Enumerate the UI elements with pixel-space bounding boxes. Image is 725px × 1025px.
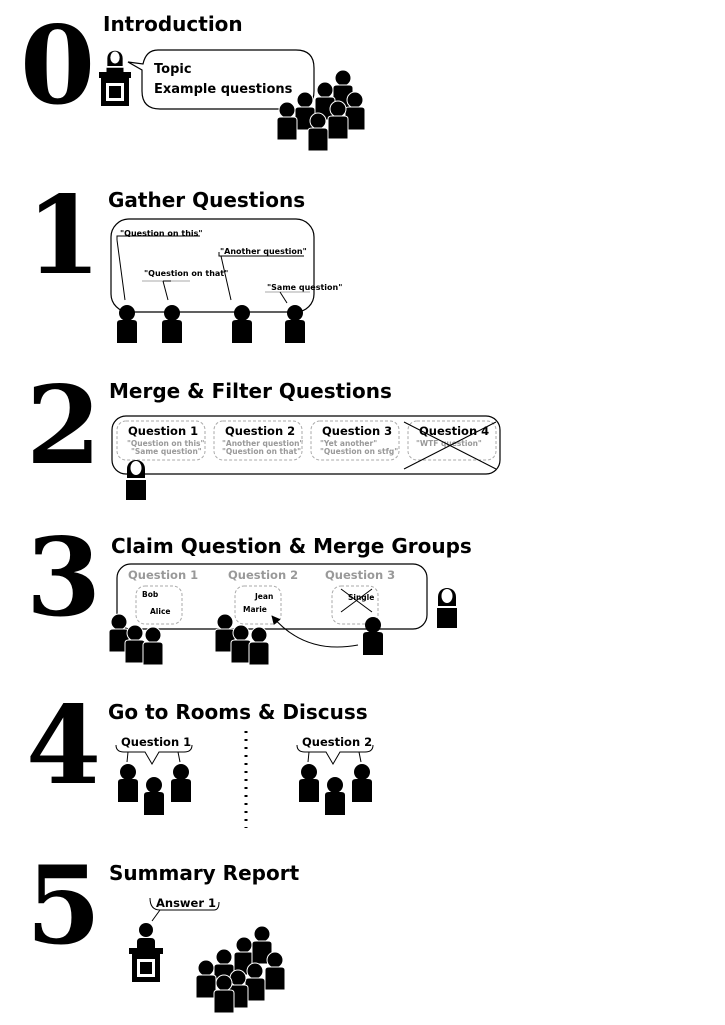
merge-arrow [271, 615, 359, 648]
moderator-icon [126, 460, 146, 500]
question-on-this-text: "Question on this" [120, 229, 203, 238]
cross-out-mark [403, 421, 497, 470]
question-on-that-text: "Question on that" [144, 269, 228, 278]
step-title: Gather Questions [108, 188, 305, 212]
group-line: "Another question" [222, 439, 303, 448]
single-person-icon [363, 617, 383, 655]
question-group-1: Question 1 "Question on this" "Same ques… [116, 420, 206, 461]
group-heading: Question 1 [128, 424, 198, 438]
group-line: "Yet another" [320, 439, 377, 448]
claim-heading-1: Question 1 [128, 568, 198, 582]
answer-brace [149, 897, 220, 922]
group-line: "Question on this" [127, 439, 204, 448]
step-1: 1 Gather Questions "Question on this" "A… [26, 173, 342, 343]
step-3: 3 Claim Question & Merge Groups Question… [26, 515, 472, 666]
question-group-3: Question 3 "Yet another" "Question on st… [310, 420, 400, 461]
claim-heading-3: Question 3 [325, 568, 395, 582]
claim-heading-2: Question 2 [228, 568, 298, 582]
step-number: 5 [26, 843, 101, 969]
name-alice: Alice [150, 607, 170, 616]
another-question-text: "Another question" [220, 247, 307, 256]
step-title: Claim Question & Merge Groups [111, 534, 472, 558]
step-number: 1 [26, 173, 101, 299]
group-line: "WTF question" [416, 439, 482, 448]
question-group-2: Question 2 "Another question" "Question … [213, 420, 303, 461]
name-jean: Jean [254, 592, 273, 601]
room-1-label: Question 1 [121, 735, 191, 749]
step-title: Introduction [103, 12, 243, 36]
claim-frame [116, 563, 428, 630]
group-heading: Question 2 [225, 424, 295, 438]
bubble-examples-text: Example questions [154, 82, 293, 97]
room-2-brace [296, 744, 374, 765]
step-number: 3 [26, 515, 101, 641]
name-marie: Marie [243, 605, 267, 614]
step-4: 4 Go to Rooms & Discuss Question 1 Quest… [26, 683, 374, 828]
step-number: 2 [26, 363, 101, 489]
step-5: 5 Summary Report Answer 1 [26, 843, 300, 1014]
group-line: "Same question" [131, 447, 202, 456]
group-line: "Question on that" [222, 447, 301, 456]
step-number: 0 [20, 3, 95, 129]
answer-text: Answer 1 [156, 896, 216, 910]
question-group-4-rejected: Question 4 "WTF question" [403, 420, 497, 470]
room-1-people-icon [118, 764, 191, 815]
room-1-brace [115, 744, 193, 765]
cross-out-mark [340, 588, 373, 613]
group-line: "Question on stfg" [320, 447, 398, 456]
name-bob: Bob [142, 590, 159, 599]
step-title: Summary Report [109, 861, 300, 885]
step-number: 4 [26, 683, 101, 809]
presenter-icon [129, 923, 163, 982]
group-heading: Question 3 [322, 424, 392, 438]
step-2: 2 Merge & Filter Questions Question 1 "Q… [26, 363, 501, 500]
merge-frame [111, 415, 501, 475]
presenter-icon [99, 50, 131, 106]
room-2-people-icon [299, 764, 372, 815]
room-2-label: Question 2 [302, 735, 372, 749]
step-title: Merge & Filter Questions [109, 379, 392, 403]
speech-bubble [127, 49, 315, 110]
same-question-text: "Same question" [267, 283, 342, 292]
step-title: Go to Rooms & Discuss [108, 700, 368, 724]
audience-crowd-icon [195, 925, 286, 1014]
bubble-topic-text: Topic [154, 62, 192, 77]
gather-frame [110, 218, 315, 313]
moderator-icon [437, 588, 457, 628]
step-0: 0 Introduction Topic Example questions [20, 3, 366, 152]
